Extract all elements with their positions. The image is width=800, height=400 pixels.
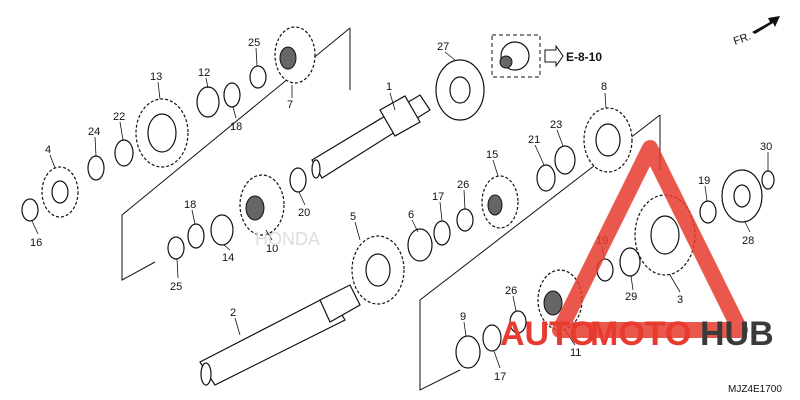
callout-5: 5: [350, 211, 356, 223]
bushing-6: [407, 228, 433, 262]
callout-9: 9: [460, 311, 466, 323]
callout-14: 14: [222, 252, 234, 264]
callout-10: 10: [266, 243, 278, 255]
circlip-30: [761, 170, 775, 190]
callout-25-upper: 25: [248, 37, 260, 49]
gear-13: [135, 98, 189, 168]
gear-10: [239, 174, 285, 236]
washer-16: [21, 198, 39, 222]
gear-5: [351, 235, 405, 305]
watermark-text-hub: HUB: [700, 315, 774, 353]
washer-18-upper: [223, 82, 241, 108]
callout-29: 29: [625, 291, 637, 303]
front-direction-label: FR.: [732, 30, 753, 47]
counter-shaft: [199, 284, 361, 386]
bushing-14: [210, 214, 234, 246]
diagram-code: MJZ4E1700: [728, 384, 782, 395]
bearing-29: [619, 247, 641, 277]
callout-26-lower: 26: [505, 285, 517, 297]
callout-22: 22: [113, 111, 125, 123]
washer-21: [536, 164, 556, 192]
callout-15: 15: [486, 149, 498, 161]
washer-20: [289, 167, 307, 193]
reference-code: E-8-10: [566, 50, 602, 64]
callout-27: 27: [437, 41, 449, 53]
frame-lower-right: [419, 300, 461, 391]
gear-7: [274, 26, 316, 84]
callout-1: 1: [386, 81, 392, 93]
callout-2: 2: [230, 307, 236, 319]
callout-21: 21: [528, 134, 540, 146]
watermark-text-moto: MOTO: [590, 315, 691, 353]
callout-3: 3: [677, 294, 683, 306]
callout-labels: 1 2 3 4 5 6 7 8 9 10 11 12 13 14 15 16 1…: [30, 37, 772, 383]
callout-17-lower: 17: [494, 371, 506, 383]
washer-19-right: [699, 200, 717, 224]
circlip-26-upper: [456, 208, 474, 232]
circlip-24: [87, 155, 105, 181]
callout-7: 7: [287, 99, 293, 111]
callout-8: 8: [601, 81, 607, 93]
circlip-25-upper: [249, 65, 267, 89]
circlip-26-lower: [509, 310, 527, 334]
brand-text-faint: HONDA: [255, 229, 320, 249]
watermark-text-auto: AUTO: [500, 315, 596, 353]
callout-18-lower: 18: [184, 199, 196, 211]
callout-6: 6: [408, 209, 414, 221]
callout-20: 20: [298, 207, 310, 219]
bushing-12: [196, 86, 220, 118]
circlip-25-lower: [167, 236, 185, 260]
gear-15: [481, 175, 519, 229]
callout-4: 4: [45, 144, 51, 156]
callout-11: 11: [570, 347, 581, 359]
callout-26-upper: 26: [457, 179, 469, 191]
callout-19-right: 19: [698, 175, 710, 187]
callout-24: 24: [88, 126, 100, 138]
callout-28: 28: [742, 235, 754, 247]
bearing-9: [455, 335, 481, 369]
watermark-logo: [552, 140, 748, 338]
callout-23: 23: [550, 119, 562, 131]
main-shaft: [311, 94, 431, 179]
washer-22: [114, 139, 134, 167]
circlip-23: [554, 145, 576, 175]
washer-17-upper: [433, 220, 451, 246]
washer-17-lower: [482, 324, 502, 352]
washer-18-lower: [187, 223, 205, 249]
callout-18-upper: 18: [230, 121, 242, 133]
callout-16: 16: [30, 237, 42, 249]
gear-4: [41, 166, 79, 218]
frame-upper-left: [121, 215, 156, 281]
callout-30: 30: [760, 141, 772, 153]
gear-8: [583, 107, 633, 173]
reference-inset: E-8-10: [491, 34, 602, 78]
callout-12: 12: [198, 67, 210, 79]
callout-25-lower: 25: [170, 281, 182, 293]
callout-13: 13: [150, 71, 162, 83]
front-direction-arrow-icon: FR.: [732, 16, 780, 48]
callout-17-upper: 17: [432, 191, 444, 203]
